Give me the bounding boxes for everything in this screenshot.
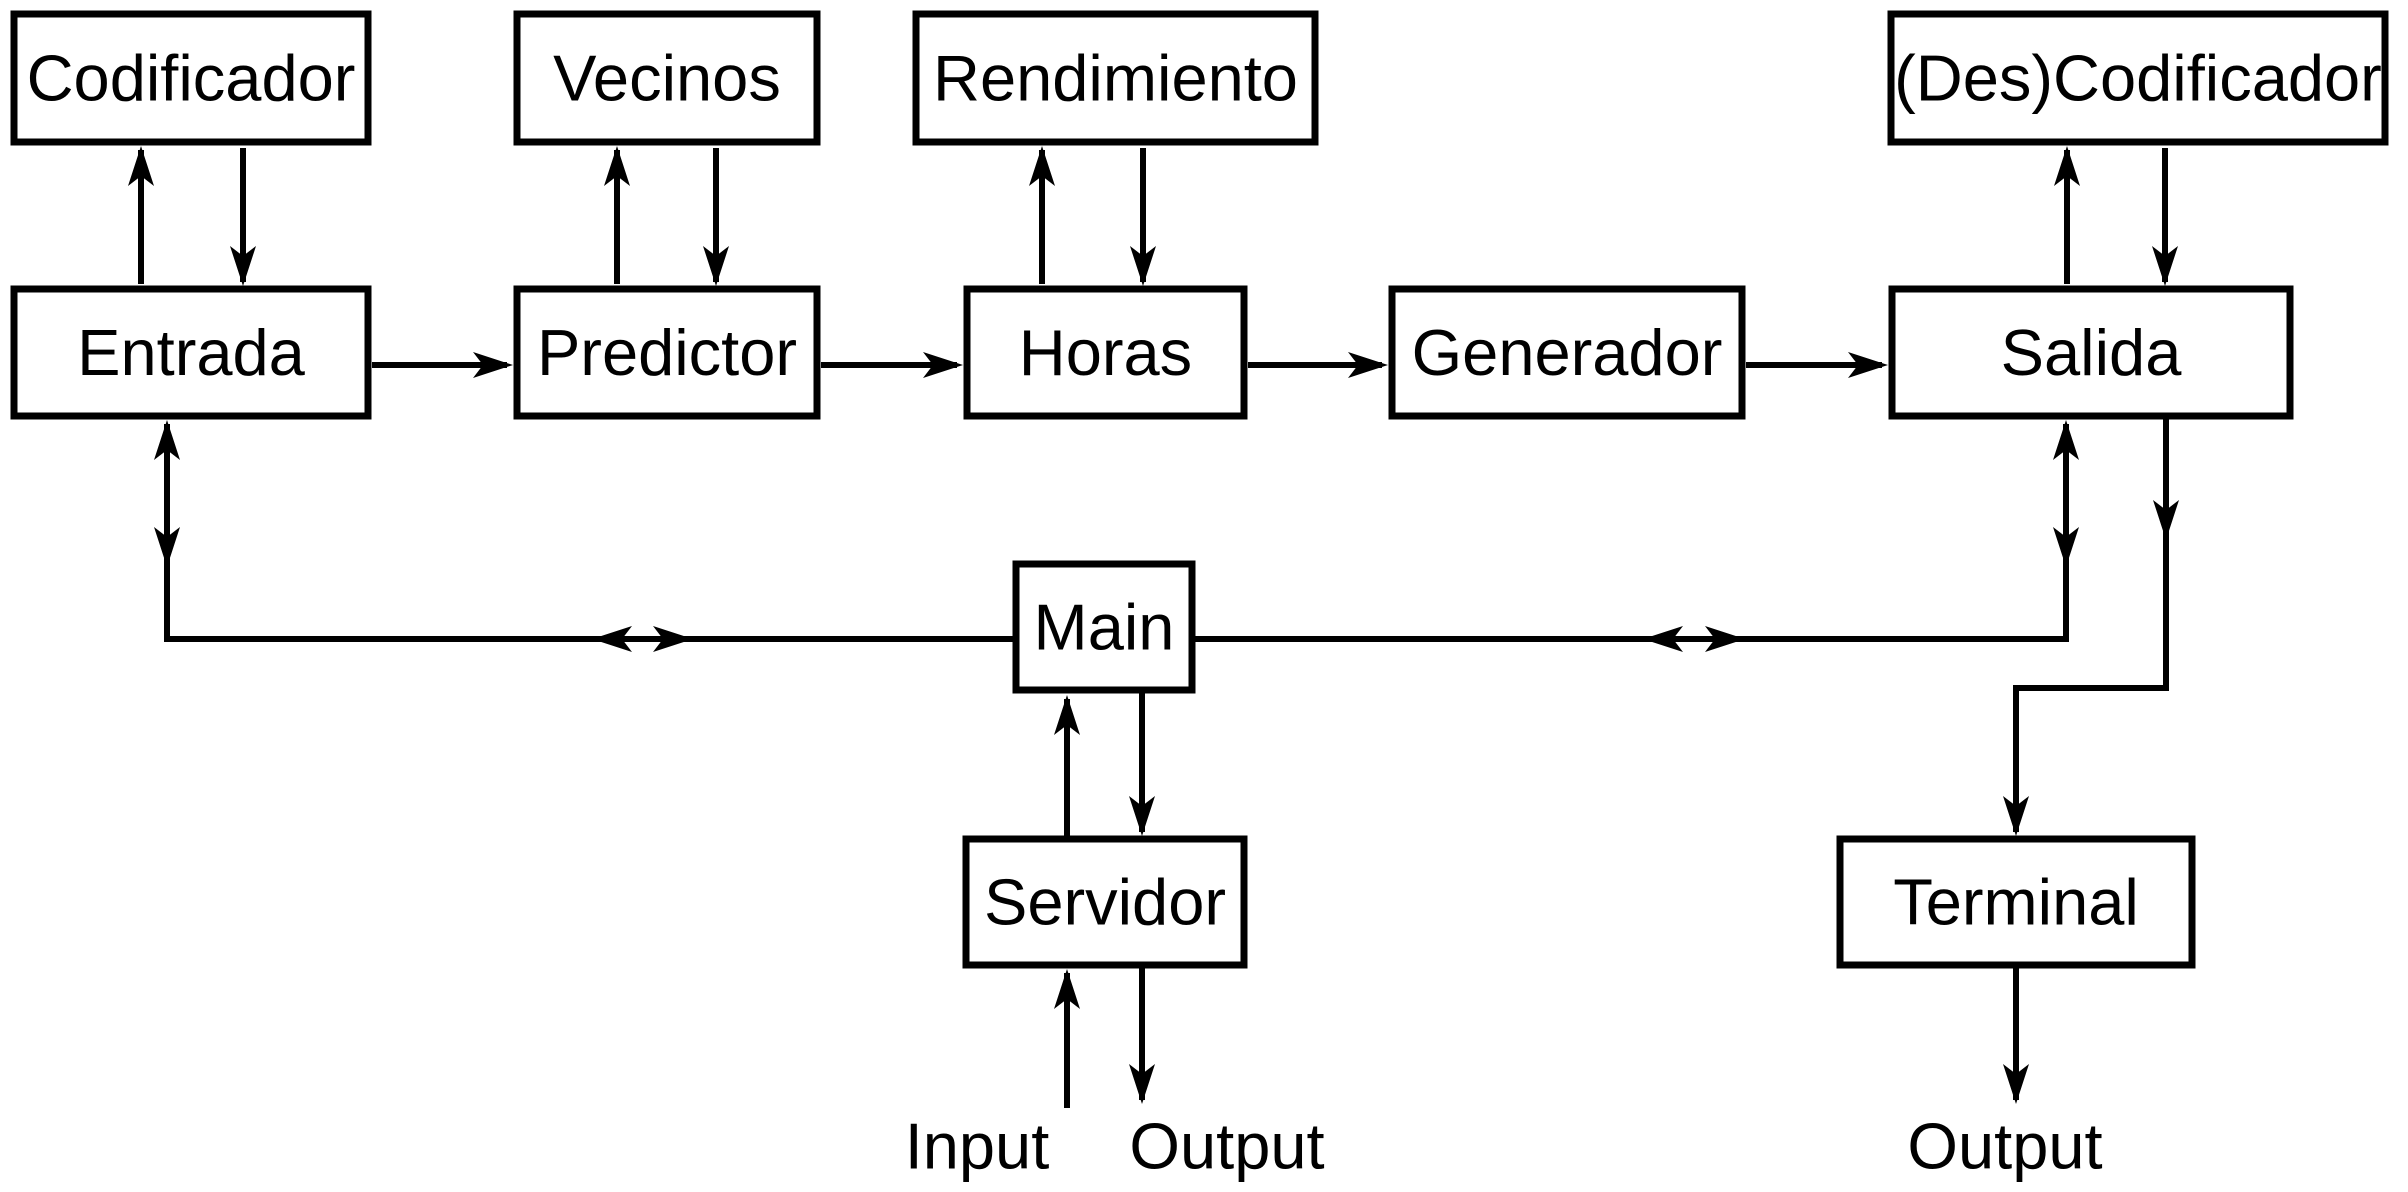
label-input-label: Input — [905, 1110, 1050, 1183]
arrowhead-head-left-bus-east — [1643, 626, 1683, 652]
node-servidor-label: Servidor — [984, 866, 1226, 939]
node-salida-label: Salida — [2001, 316, 2183, 389]
node-predictor-label: Predictor — [537, 316, 797, 389]
arrowhead-head-up-rendimiento — [1029, 146, 1055, 186]
arrowhead-head-down-terminal-in — [2003, 796, 2029, 836]
arrowhead-head-down-salida — [2152, 246, 2178, 286]
arrowhead-head-down-entrada-bus — [154, 527, 180, 567]
edge-entrada-to-main-bus — [164, 424, 1016, 642]
arrowhead-head-down-horas — [1130, 246, 1156, 286]
arrowhead-head-down-salida-bus — [2053, 527, 2079, 567]
node-codificador — [10, 10, 372, 146]
arrowhead-head-down-entrada — [230, 246, 256, 286]
node-des-codificador-label: (Des)Codificador — [1894, 42, 2382, 115]
arrowhead-head-down-salida-elbow — [2153, 500, 2179, 540]
node-horas — [963, 285, 1248, 420]
arrowhead-head-down-servidor-in — [1129, 796, 1155, 836]
node-vecinos-label: Vecinos — [553, 42, 781, 115]
label-output-servidor-label: Output — [1129, 1110, 1324, 1183]
arrowhead-head-up-entrada-bus — [154, 420, 180, 460]
node-generador-label: Generador — [1412, 316, 1723, 389]
arrowhead-head-right-salida — [1848, 352, 1888, 378]
node-main — [1012, 560, 1196, 694]
node-horas-label: Horas — [1019, 316, 1192, 389]
arrowhead-head-up-codificador — [128, 146, 154, 186]
node-main-label: Main — [1034, 591, 1175, 664]
arrowhead-head-right-bus-east — [1705, 626, 1745, 652]
node-entrada-label: Entrada — [77, 316, 306, 389]
node-rendimiento — [912, 10, 1319, 146]
node-servidor — [962, 835, 1248, 969]
node-vecinos — [513, 10, 821, 146]
node-terminal-label: Terminal — [1893, 866, 2139, 939]
arrowhead-head-up-main-in — [1054, 695, 1080, 735]
node-predictor — [513, 285, 821, 420]
node-generador — [1388, 285, 1746, 420]
arrowhead-head-right-bus-west — [653, 626, 693, 652]
arrowhead-head-right-predictor — [473, 352, 513, 378]
node-entrada — [10, 285, 372, 420]
edge-salida-to-terminal-elbow — [2013, 416, 2169, 832]
arrowhead-head-up-salida-bus — [2053, 420, 2079, 460]
node-salida — [1888, 285, 2294, 420]
label-output-terminal-label: Output — [1907, 1110, 2102, 1183]
node-terminal — [1836, 835, 2196, 969]
arrowhead-head-up-vecinos — [604, 146, 630, 186]
arrowhead-head-down-predictor — [703, 246, 729, 286]
arrowhead-head-right-horas — [923, 352, 963, 378]
arrowhead-head-left-bus-west — [592, 626, 632, 652]
arrowhead-head-down-output-terminal — [2003, 1064, 2029, 1104]
edge-main-to-salida-bus — [1192, 424, 2069, 642]
arrowhead-head-up-descodificador — [2054, 146, 2080, 186]
node-des-codificador — [1887, 10, 2389, 146]
node-codificador-label: Codificador — [27, 42, 356, 115]
arrowhead-head-down-output-servidor — [1129, 1064, 1155, 1104]
arrowhead-head-up-servidor-in — [1054, 969, 1080, 1009]
node-rendimiento-label: Rendimiento — [933, 42, 1298, 115]
arrowhead-head-right-generador — [1348, 352, 1388, 378]
